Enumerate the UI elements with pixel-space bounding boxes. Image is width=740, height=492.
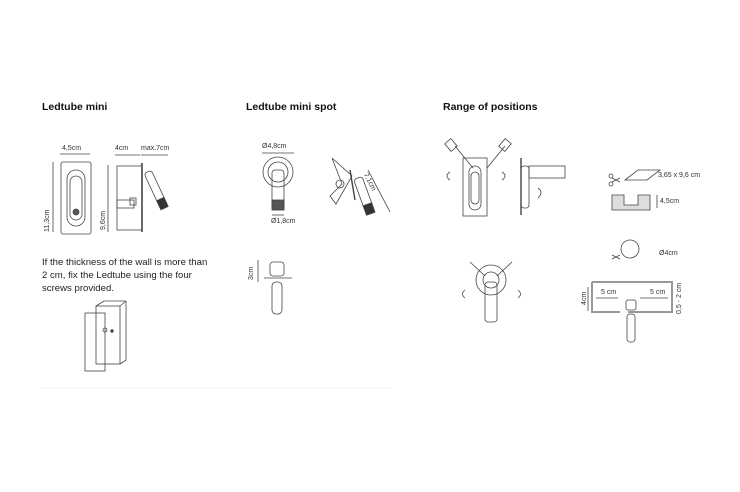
reach-label: max.7cm: [141, 145, 170, 152]
width-label: 4,5cm: [62, 145, 82, 152]
depth-label: 4cm: [115, 145, 129, 152]
range-of-positions-heading: Range of positions: [443, 101, 538, 113]
cutout-rect-label: 3,65 x 9,6 cm: [658, 172, 701, 179]
ledtube-mini-spot-front-drawing: [262, 152, 294, 216]
cutout-round-drawing: [611, 239, 640, 260]
wall-thickness-note: If the thickness of the wall is more tha…: [42, 257, 208, 294]
wall-screws-drawing: [84, 300, 127, 372]
tube-diameter-label: Ø1,8cm: [271, 218, 296, 225]
ceiling-install-drawing: [587, 281, 673, 343]
ledtube-mini-heading: Ledtube mini: [42, 101, 108, 113]
ledtube-mini-spot-heading: Ledtube mini spot: [246, 101, 337, 113]
cutout-depth-label: 4,5cm: [660, 198, 680, 205]
ceiling-height-label: 4cm: [581, 291, 588, 305]
ledtube-mini-spot-side-drawing: [329, 157, 391, 216]
cutout-rect-drawing: [608, 169, 662, 211]
ledtube-mini-spot-ceiling-drawing: [257, 260, 292, 315]
height-label: 11,3cm: [44, 209, 51, 232]
range-spot-drawing: [462, 261, 521, 323]
spot-depth-label: 3cm: [248, 266, 255, 280]
plate-diameter-label: Ø4,8cm: [262, 143, 287, 150]
clearance-right-label: 5 cm: [650, 289, 666, 296]
clearance-left-label: 5 cm: [601, 289, 617, 296]
wall-thickness-label: 0,5 - 2 cm: [676, 282, 683, 314]
body-height-label: 9,6cm: [100, 210, 107, 230]
ledtube-mini-front-drawing: [52, 153, 92, 235]
cutout-round-label: Ø4cm: [659, 250, 678, 257]
range-front-drawing: [444, 138, 512, 217]
range-side-drawing: [520, 158, 566, 215]
ledtube-mini-side-drawing: [107, 154, 169, 232]
